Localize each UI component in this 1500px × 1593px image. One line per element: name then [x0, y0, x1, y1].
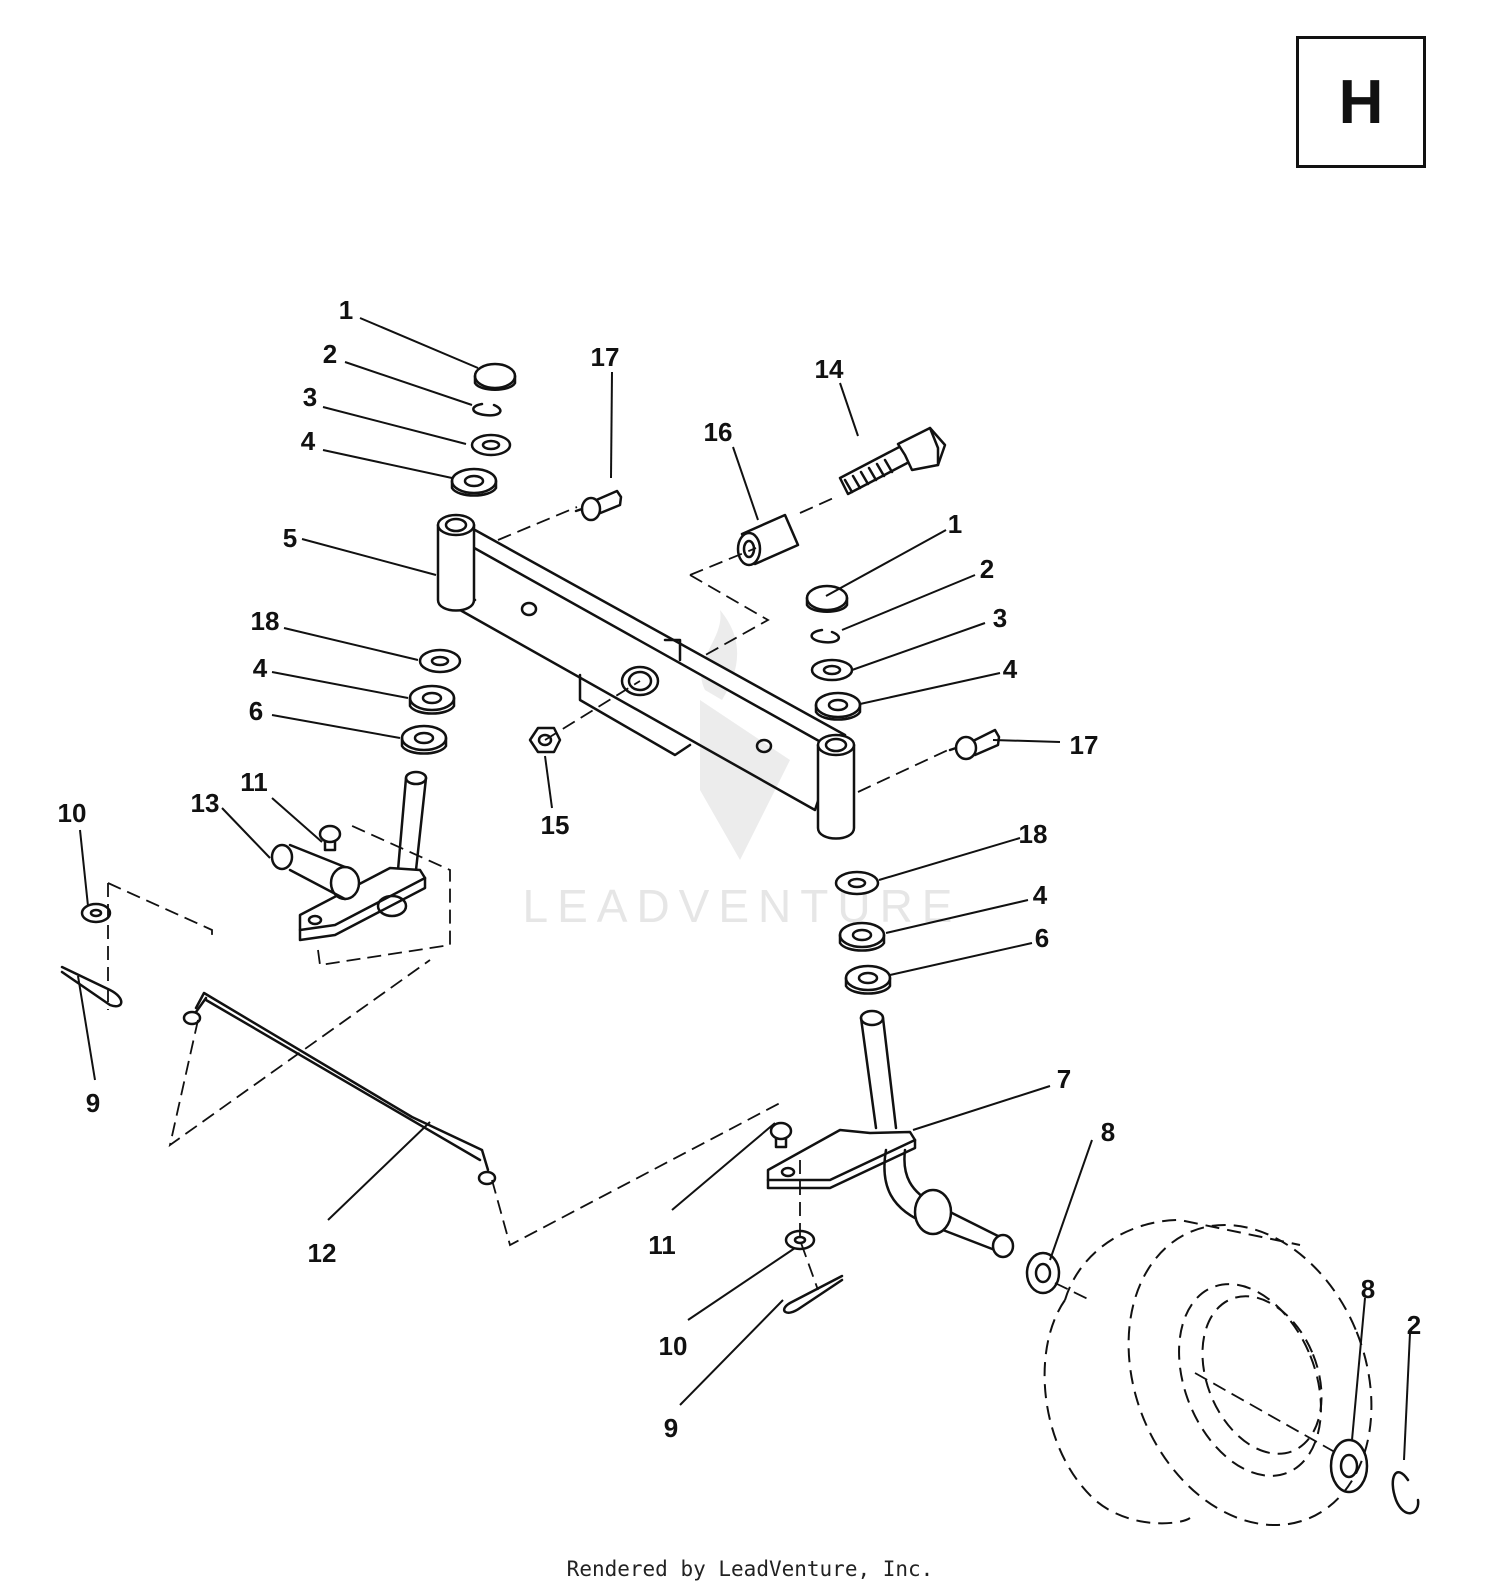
callout-17-right: 17: [1070, 730, 1099, 760]
watermark-logo: [700, 610, 790, 860]
left-bushing: [400, 724, 448, 755]
right-flat-washer-upper: [814, 691, 862, 721]
callout-11-right: 11: [648, 1230, 676, 1260]
left-spindle: [270, 770, 428, 942]
callout-6-right: 6: [1035, 923, 1049, 953]
section-label-box: H: [1296, 36, 1426, 168]
callout-4-right-lower: 4: [1033, 880, 1048, 910]
callout-16: 16: [704, 417, 733, 447]
right-flat-washer-lower: [838, 921, 886, 952]
pivot-spacer: [736, 513, 800, 567]
callout-18-left: 18: [251, 606, 280, 636]
callout-10-left: 10: [58, 798, 87, 828]
callout-4-left-upper: 4: [301, 426, 316, 456]
callout-11-left: 11: [240, 767, 268, 797]
wheel-washer-inner: [1025, 1251, 1061, 1295]
callout-14: 14: [815, 354, 844, 384]
right-spacer-washer: [834, 870, 880, 896]
right-cotter-pin: [782, 1274, 844, 1314]
right-spindle: [766, 1009, 1015, 1259]
callout-4-left-lower: 4: [253, 653, 268, 683]
right-retaining-ring: [810, 628, 841, 644]
callout-9-right: 9: [664, 1413, 678, 1443]
left-grease-fitting-17: [574, 489, 623, 522]
left-retaining-ring: [472, 402, 502, 417]
callout-labels: 1 2 3 4 5 18 4 6 11 13 10 9 12 17 14 16 …: [58, 295, 1422, 1443]
assembly-lines: [107, 495, 1341, 1456]
callout-12: 12: [308, 1238, 337, 1268]
left-axle-pivot-tube: [436, 513, 476, 612]
callout-9-left: 9: [86, 1088, 100, 1118]
callout-10-right: 10: [659, 1331, 688, 1361]
callout-18-right: 18: [1019, 819, 1048, 849]
wheel-washer-outer: [1329, 1438, 1369, 1494]
rear-wheel-tire: [1043, 1218, 1373, 1527]
callout-6-left: 6: [249, 696, 263, 726]
watermark-text: LEADVENTURE: [523, 880, 962, 932]
right-grease-fitting: [769, 1121, 793, 1149]
right-axle-pivot-tube: [816, 733, 856, 840]
callout-2-left: 2: [323, 339, 337, 369]
callout-3-right: 3: [993, 603, 1007, 633]
left-flat-washer-10: [80, 902, 112, 924]
callout-13: 13: [191, 788, 220, 818]
footer-credit: Rendered by LeadVenture, Inc.: [566, 1557, 934, 1581]
callout-1-left: 1: [339, 295, 353, 325]
left-spacer-washer: [418, 648, 462, 674]
callout-5: 5: [283, 523, 297, 553]
callout-4-right-upper: 4: [1003, 654, 1018, 684]
callout-8-inner: 8: [1101, 1117, 1115, 1147]
section-label: H: [1338, 67, 1384, 137]
right-hub-cap: [805, 584, 849, 613]
pivot-bolt: [838, 426, 947, 496]
leader-lines: [77, 317, 1411, 1461]
left-flat-washer-lower: [408, 684, 456, 715]
tie-rod: [182, 991, 497, 1186]
left-flat-washer-upper: [450, 467, 498, 497]
left-cotter-pin: [60, 965, 123, 1008]
left-grease-fitting: [318, 824, 342, 852]
front-axle-beam: [458, 528, 847, 812]
callout-17-left: 17: [591, 342, 620, 372]
left-thrust-washer: [470, 433, 512, 457]
callout-1-right: 1: [948, 509, 962, 539]
callout-7: 7: [1057, 1064, 1071, 1094]
left-hub-cap: [473, 362, 517, 391]
wheel-retaining-ring: [1391, 1471, 1420, 1515]
callout-3-left: 3: [303, 382, 317, 412]
callout-2-right: 2: [980, 554, 994, 584]
callout-15: 15: [541, 810, 570, 840]
right-flat-washer-10: [784, 1229, 816, 1251]
callout-2-wheel: 2: [1407, 1310, 1421, 1340]
right-thrust-washer: [810, 658, 854, 682]
right-bushing: [844, 964, 892, 995]
callout-8-outer: 8: [1361, 1274, 1375, 1304]
right-grease-fitting-17: [948, 728, 1001, 761]
